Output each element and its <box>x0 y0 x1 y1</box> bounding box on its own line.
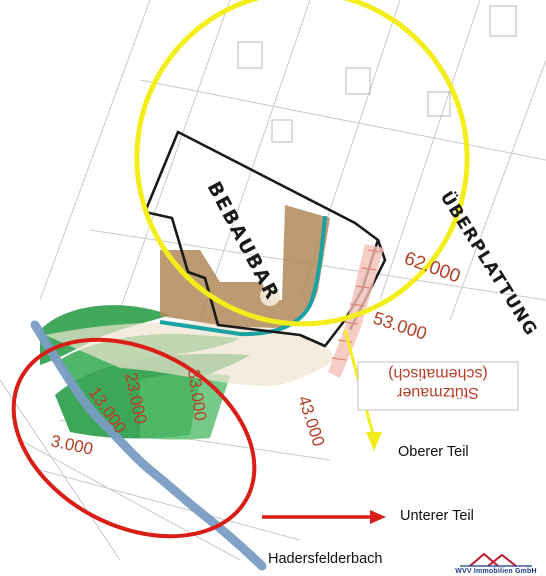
unterer-teil-label: Unterer Teil <box>400 508 474 524</box>
bebaubar-area <box>160 205 330 328</box>
wvv-logo: WVV Immobilien GmbH <box>450 550 542 576</box>
stuetzmauer-label: Stützmauer (schematisch) <box>357 361 519 411</box>
oberer-teil-label: Oberer Teil <box>398 444 469 460</box>
cul-de-sac <box>260 286 280 306</box>
stuetzmauer-line1: Stützmauer <box>396 384 478 401</box>
logo-roofs-icon <box>460 552 532 567</box>
unterer-teil-ellipse <box>11 337 257 539</box>
stuetzmauer-line2: (schematisch) <box>388 365 488 382</box>
hadersfelderbach-label: Hadersfelderbach <box>268 551 383 567</box>
teal-edge <box>159 215 327 337</box>
unterer-teil-arrow <box>262 510 386 524</box>
terrace-curve <box>45 322 335 386</box>
logo-text: WVV Immobilien GmbH <box>455 568 537 575</box>
elevation-43000: 43.000 <box>294 393 328 448</box>
stuetzmauer-strip <box>328 244 384 378</box>
cadastral-lines <box>0 0 546 561</box>
elevation-3000: 3.000 <box>49 431 95 458</box>
elevation-53000: 53.000 <box>371 308 430 344</box>
cadastral-text <box>237 5 517 143</box>
oberer-teil-ellipse <box>134 0 470 327</box>
